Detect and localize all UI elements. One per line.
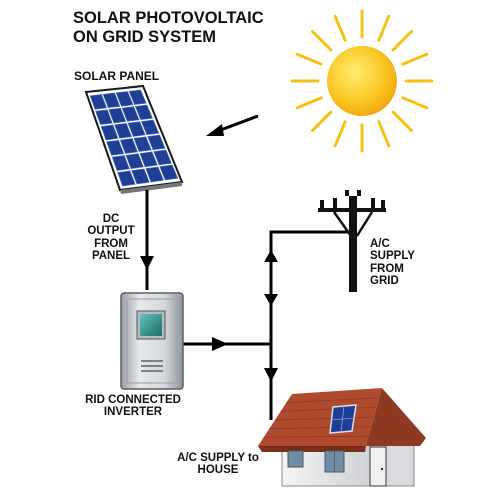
label-grid-supply: A/C SUPPLY FROM GRID [370,238,415,288]
inverter-icon [120,292,184,390]
panel-cell [133,136,152,152]
panel-cell [119,138,138,154]
title: SOLAR PHOTOVOLTAIC ON GRID SYSTEM [73,9,264,47]
utility-pole-icon [318,190,386,292]
panel-cell [111,155,130,171]
label-inverter: RID CONNECTED INVERTER [85,394,181,419]
panel-cell [95,109,113,125]
house-icon [258,388,426,487]
panel-cell [115,91,134,107]
panel-cell [121,106,140,122]
panel-cell [89,94,108,110]
panel-cell [134,104,153,121]
sun-icon [290,9,434,153]
panel-cell [100,124,119,141]
panel-cell [159,164,179,181]
panel-cell [131,168,150,185]
label-solar-panel: SOLAR PANEL [74,69,160,83]
panel-cell [128,89,147,105]
panel-cell [139,151,158,168]
panel-cell [117,170,136,187]
panel-cell [147,134,166,151]
arrow-icon [206,114,259,136]
panel-cell [140,119,160,136]
panel-cell [114,122,133,139]
panel-cell [127,121,146,137]
panel-cell [108,107,127,124]
solar-panel-icon [84,84,184,194]
panel-cell [106,139,125,156]
panel-cell [145,166,164,183]
label-house-supply: A/C SUPPLY to HOUSE [177,452,259,477]
panel-cell [102,92,121,109]
label-dc-output: DC OUTPUT FROM PANEL [87,213,135,263]
panel-cell [153,149,172,166]
panel-cell [125,153,144,170]
